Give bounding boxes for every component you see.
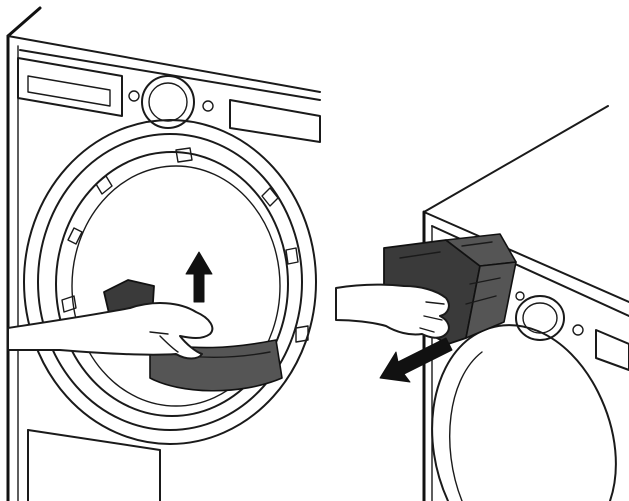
- down-left-arrow: [379, 337, 453, 383]
- door-gasket-detail: [61, 295, 77, 313]
- control-indicator: [202, 100, 214, 112]
- left-control-panel: [17, 57, 321, 143]
- drum-inner: [71, 165, 281, 407]
- left-arm-hand: [7, 302, 214, 360]
- right-panel: [335, 105, 629, 501]
- control-indicator: [515, 291, 525, 301]
- door-gasket-detail: [67, 227, 83, 245]
- door-gasket-detail: [295, 325, 309, 343]
- left-machine-cabinet: [6, 6, 321, 501]
- left-panel: [6, 6, 321, 501]
- up-arrow: [185, 251, 213, 303]
- left-door-opening: [23, 119, 317, 445]
- right-control-panel: [515, 291, 629, 371]
- door-gasket-detail: [285, 247, 299, 265]
- right-arm-hand: [335, 283, 450, 339]
- program-dial: [141, 75, 195, 129]
- control-indicator: [572, 324, 584, 336]
- door-gasket-detail: [95, 175, 113, 195]
- drum-rim: [55, 151, 289, 417]
- door-gasket-detail: [261, 187, 279, 207]
- program-dial: [515, 295, 565, 341]
- control-indicator: [128, 90, 140, 102]
- display-panel: [595, 329, 629, 371]
- right-door: [431, 324, 617, 501]
- door-gasket-detail: [175, 147, 193, 163]
- door-outer-ring: [23, 119, 317, 445]
- display-panel: [229, 99, 321, 143]
- left-lower-panel: [27, 429, 161, 501]
